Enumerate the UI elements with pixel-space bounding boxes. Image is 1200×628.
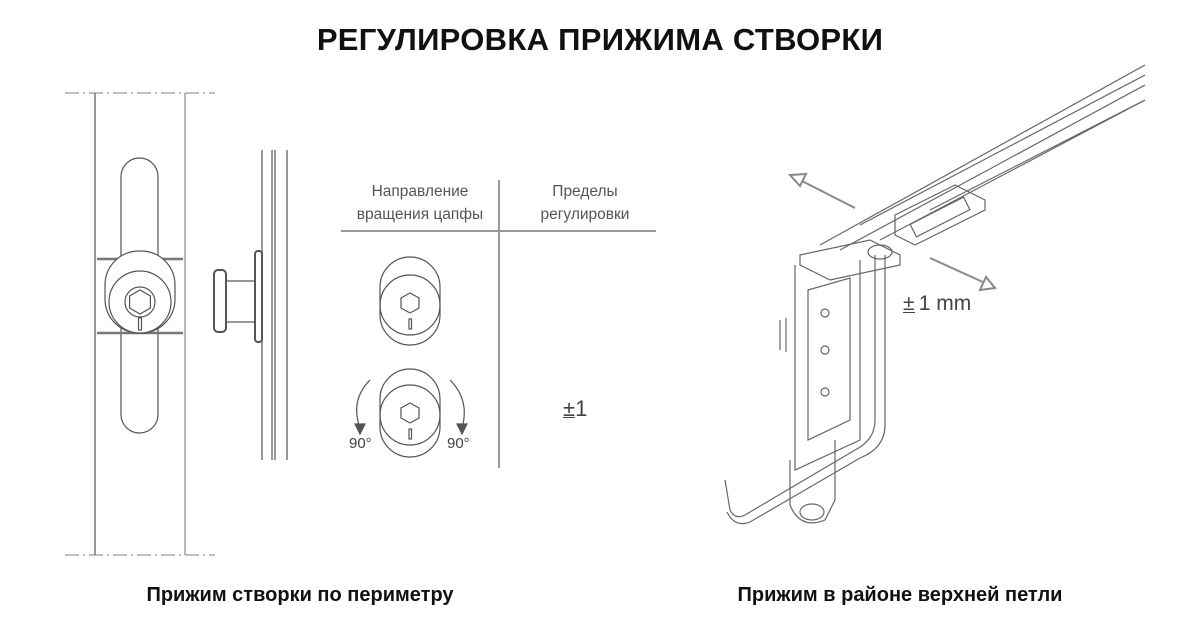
rotation-left-label: 90° [349, 435, 372, 452]
header-line: Пределы [552, 183, 618, 200]
rotation-arrow-icons [354, 379, 468, 436]
hinge-adjustment-number: 1 mm [918, 292, 972, 315]
caption-top-hinge-pressure: Прижим в районе верхней петли [737, 584, 1063, 606]
rotation-right-label: 90° [447, 435, 470, 452]
caption-perimeter-pressure: Прижим створки по периметру [146, 584, 454, 606]
adjustment-limit-value: ±1 [563, 396, 587, 422]
cam-position-neutral-icon [379, 256, 441, 346]
hinge-adjustment-value: ± 1 mm [903, 292, 971, 316]
top-hinge-drawing [724, 64, 1146, 525]
sash-profile-side-view [213, 150, 288, 460]
plus-minus-sign: ± [563, 396, 576, 421]
adjustment-table-grid [341, 180, 656, 468]
sash-profile-front-view [65, 92, 215, 556]
column-header-rotation-direction: Направление вращения цапфы [330, 180, 510, 226]
cam-position-rotated-icon [379, 368, 441, 458]
plus-minus-sign: ± [903, 292, 915, 315]
page-title: РЕГУЛИРОВКА ПРИЖИМА СТВОРКИ [316, 22, 884, 57]
column-header-adjustment-limits: Пределы регулировки [495, 180, 675, 226]
limit-number: 1 [575, 396, 588, 421]
header-line: регулировки [540, 206, 630, 223]
header-line: вращения цапфы [356, 206, 484, 223]
header-line: Направление [371, 183, 469, 200]
adjustment-direction-arrows [787, 172, 997, 292]
